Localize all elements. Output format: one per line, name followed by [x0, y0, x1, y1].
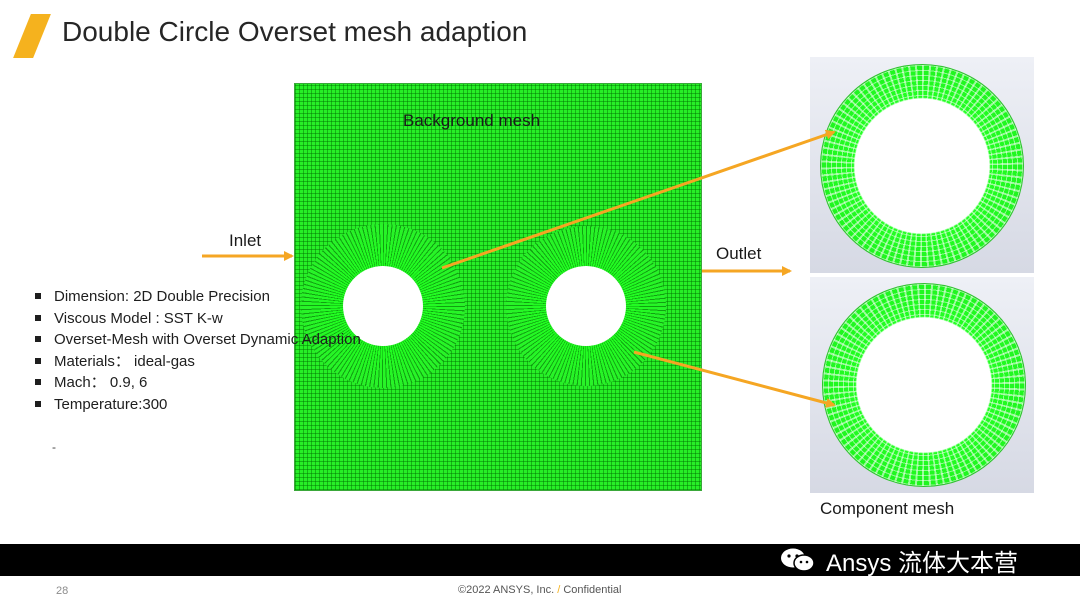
wechat-icon	[780, 547, 816, 573]
bullet-list: Dimension: 2D Double Precision Viscous M…	[34, 286, 361, 416]
bullet-square-icon	[35, 314, 41, 321]
copyright-separator: /	[557, 584, 561, 596]
bullet-square-icon	[35, 379, 41, 386]
footer-black-bar	[0, 544, 1080, 576]
outlet-label: Outlet	[716, 244, 762, 263]
ring-hole-right	[546, 266, 626, 346]
bullet-item: Overset-Mesh with Overset Dynamic Adapti…	[34, 329, 361, 351]
inlet-label: Inlet	[229, 231, 262, 250]
page-number: 28	[56, 585, 69, 597]
bullet-square-icon	[35, 357, 41, 364]
watermark-text: Ansys 流体大本营	[826, 549, 1019, 577]
copyright-text: ©2022 ANSYS, Inc.	[458, 584, 555, 596]
bullet-square-icon	[35, 400, 41, 407]
bullet-square-icon	[35, 336, 41, 343]
stray-dash: -	[52, 440, 56, 454]
background-mesh-label: Background mesh	[403, 111, 541, 130]
bullet-square-icon	[35, 293, 41, 299]
component-ring-bottom	[822, 283, 1026, 487]
bullet-item: Temperature:300	[34, 394, 361, 416]
slide-title: Double Circle Overset mesh adaption	[62, 16, 528, 47]
bullet-item: Materials： ideal-gas	[34, 351, 361, 373]
bullet-item: Dimension: 2D Double Precision	[34, 286, 361, 308]
component-mesh-label: Component mesh	[820, 499, 955, 518]
component-ring-top	[820, 64, 1024, 268]
copyright-line: ©2022 ANSYS, Inc. / Confidential	[458, 584, 621, 596]
wechat-watermark: Ansys 流体大本营	[780, 545, 1019, 577]
ring-hole-left	[343, 266, 423, 346]
confidential-text: Confidential	[563, 584, 622, 596]
bullet-item: Viscous Model : SST K-w	[34, 308, 361, 330]
title-accent-slash	[13, 14, 51, 58]
bullet-item: Mach： 0.9, 6	[34, 372, 361, 394]
